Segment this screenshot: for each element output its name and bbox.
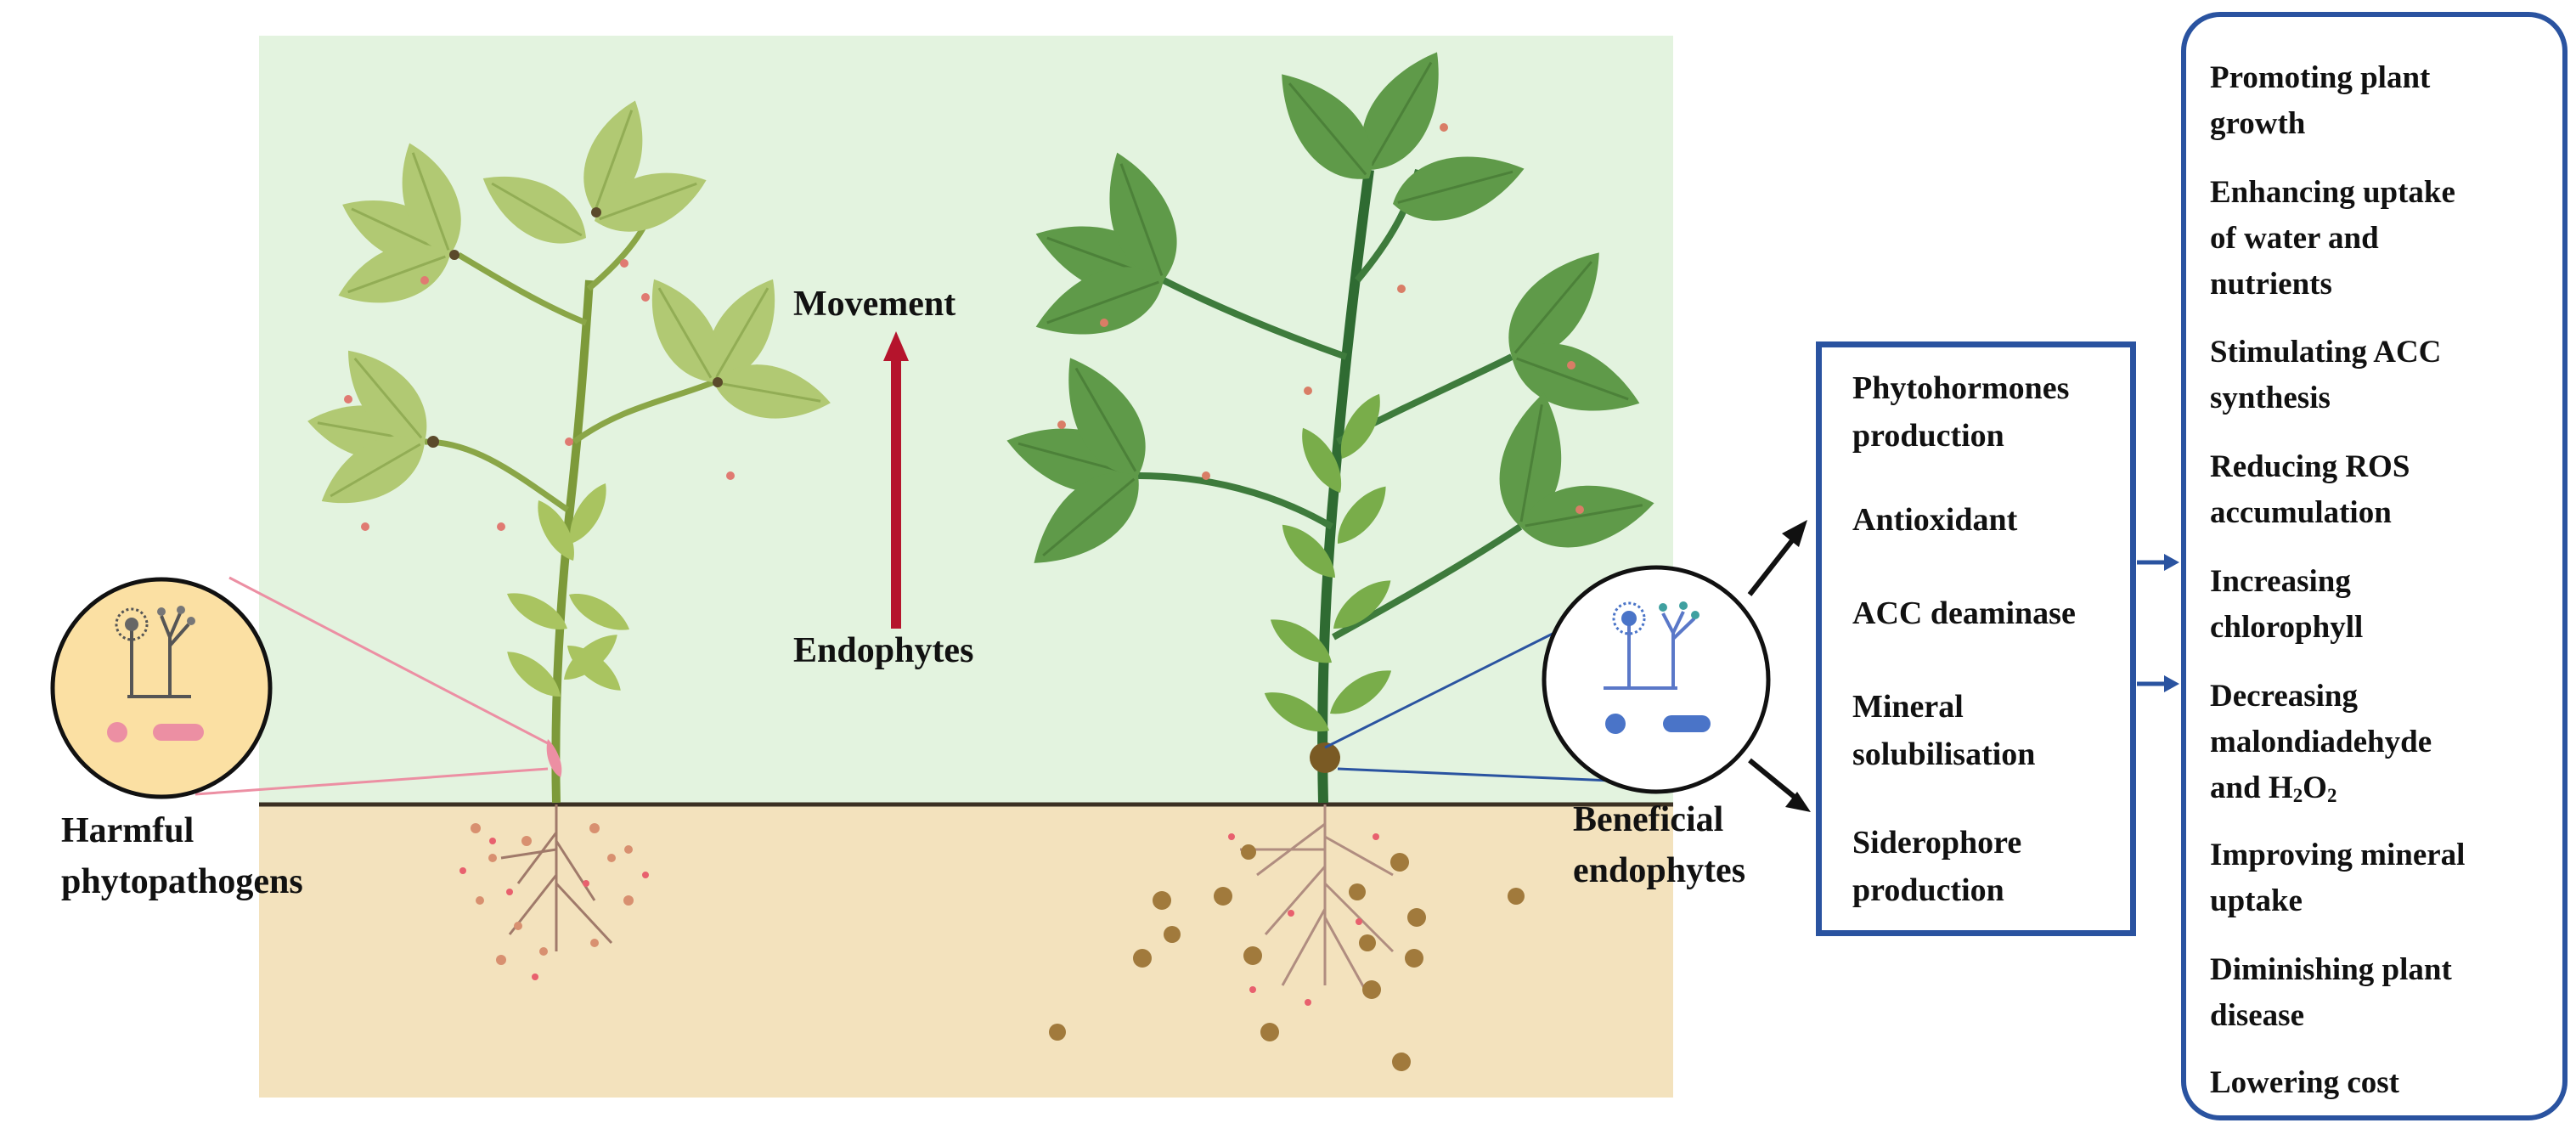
effect-line: Promoting plant <box>2210 60 2431 95</box>
effect-line: of water and <box>2210 221 2379 256</box>
effect-item: Diminishing plant disease <box>2210 947 2452 1039</box>
mechanism-item: ACC deaminase <box>1852 590 2076 637</box>
effect-line: synthesis <box>2210 381 2331 415</box>
mechanism-line: Siderophore <box>1852 825 2022 861</box>
mechanism-line: production <box>1852 418 2004 454</box>
beneficial-label-line1: Beneficial <box>1573 800 1724 839</box>
effect-line: Diminishing plant <box>2210 952 2452 987</box>
effect-item: Lowering cost <box>2210 1060 2399 1106</box>
harmful-phytopathogens-label: Harmful phytopathogens <box>61 805 303 907</box>
effect-item: Improving mineral uptake <box>2210 832 2465 924</box>
soil-endophytes-right <box>1049 844 1525 1071</box>
effect-item: Increasing chlorophyll <box>2210 559 2363 651</box>
mechanism-item: Phytohormones production <box>1852 364 2069 460</box>
movement-label: Movement <box>793 285 956 324</box>
circle-to-mechanisms-arrows <box>1747 520 1811 812</box>
harmful-label-line2: phytopathogens <box>61 862 303 901</box>
mechanism-line: solubilisation <box>1852 736 2036 772</box>
inoculated-plant-right <box>997 36 1661 804</box>
effect-line: chlorophyll <box>2210 610 2364 645</box>
pathogen-zoom-callout <box>50 576 549 799</box>
effect-line: Enhancing uptake <box>2210 175 2455 210</box>
endophyte-zoom-callout <box>1324 565 1771 794</box>
effect-line: Improving mineral <box>2210 838 2466 872</box>
beneficial-endophytes-label: Beneficial endophytes <box>1573 794 1745 896</box>
mechanism-line: Antioxidant <box>1852 502 2018 538</box>
effect-line: accumulation <box>2210 495 2392 530</box>
mechanism-line: production <box>1852 872 2004 908</box>
effect-line-h2o2: and H2O2 <box>2210 770 2337 807</box>
sky-background <box>259 36 1673 804</box>
mechanism-line: Mineral <box>1852 689 1964 725</box>
movement-arrow <box>883 331 909 629</box>
effect-line: Stimulating ACC <box>2210 335 2442 370</box>
beneficial-label-line2: endophytes <box>1573 851 1746 890</box>
effect-item: Decreasing malondiadehyde and H2O2 <box>2210 674 2432 811</box>
mechanism-item: Mineral solubilisation <box>1852 683 2035 778</box>
effect-line: Reducing ROS <box>2210 449 2410 484</box>
mechanism-line: Phytohormones <box>1852 370 2070 406</box>
harmful-label-line1: Harmful <box>61 811 194 850</box>
effect-item: Promoting plant growth <box>2210 55 2430 147</box>
effect-line: uptake <box>2210 883 2303 918</box>
endophytes-label: Endophytes <box>793 631 974 670</box>
effects-box: Promoting plant growth Enhancing uptake … <box>2181 12 2568 1120</box>
soil-background <box>259 804 1673 1098</box>
effect-line: Lowering cost <box>2210 1065 2399 1100</box>
mechanism-item: Siderophore production <box>1852 819 2021 914</box>
effect-line: Increasing <box>2210 564 2351 599</box>
effect-item: Enhancing uptake of water and nutrients <box>2210 170 2455 308</box>
effect-line: Decreasing <box>2210 679 2358 714</box>
effect-line: nutrients <box>2210 267 2332 302</box>
effect-line: growth <box>2210 106 2306 141</box>
mechanism-item: Antioxidant <box>1852 496 2017 544</box>
effect-item: Stimulating ACC synthesis <box>2210 330 2441 421</box>
healthy-plant-left <box>302 90 837 804</box>
effect-line: malondiadehyde <box>2210 725 2432 759</box>
soil-pathogens-left <box>471 823 634 965</box>
mechanisms-box: Phytohormones production Antioxidant ACC… <box>1816 341 2136 936</box>
mechanisms-to-effects-arrows <box>2137 554 2179 692</box>
mechanism-line: ACC deaminase <box>1852 595 2076 631</box>
effect-line: disease <box>2210 998 2304 1033</box>
effect-item: Reducing ROS accumulation <box>2210 444 2410 536</box>
